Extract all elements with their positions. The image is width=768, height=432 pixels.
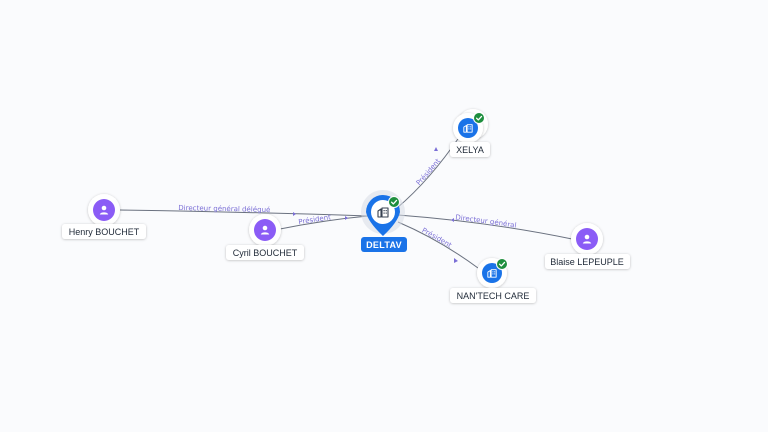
edge-arrow — [451, 218, 454, 222]
node-blaise-lepeuple[interactable]: Blaise LEPEUPLE — [545, 223, 630, 269]
edge-label: Président — [298, 213, 332, 226]
verified-badge — [473, 112, 485, 124]
node-circle — [482, 263, 502, 283]
node-label-box — [545, 254, 630, 269]
node-label: Blaise LEPEUPLE — [550, 257, 624, 267]
edge-arrow — [454, 258, 458, 263]
node-nantech-care[interactable]: NAN'TECH CARE — [450, 258, 536, 303]
edge-henry-deltav[interactable]: Directeur général délégué — [119, 204, 369, 217]
edge-line — [397, 221, 479, 269]
main-node-label-box — [361, 237, 407, 252]
node-label: Cyril BOUCHET — [233, 248, 298, 258]
edge-line — [397, 214, 573, 240]
edge-line — [119, 209, 369, 217]
node-circle — [458, 118, 478, 138]
edge-arrow — [345, 216, 348, 220]
verified-badge — [496, 258, 508, 270]
edge-line — [279, 215, 369, 230]
node-label-box — [226, 245, 304, 260]
edge-arrow — [293, 212, 296, 216]
node-label: XELYA — [456, 145, 484, 155]
edge-label: Directeur général délégué — [178, 204, 270, 214]
main-node-label: DELTAV — [366, 240, 402, 250]
edge-label: Directeur général — [455, 213, 517, 229]
edge-label: Président — [420, 226, 453, 249]
node-label-box — [62, 224, 146, 239]
node-label: NAN'TECH CARE — [457, 291, 530, 301]
node-label-box — [450, 288, 536, 303]
edge-arrow — [434, 147, 438, 151]
node-deltav[interactable]: DELTAV — [361, 190, 407, 252]
main-node-inner — [371, 200, 395, 224]
node-label-box — [450, 142, 490, 157]
node-label: Henry BOUCHET — [69, 227, 140, 237]
node-xelya[interactable]: XELYA — [450, 109, 490, 157]
edge-deltav-nantech[interactable]: Président — [397, 221, 479, 269]
node-henry-bouchet[interactable]: Henry BOUCHET — [62, 194, 146, 239]
edge-label: Président — [415, 157, 442, 187]
verified-badge — [388, 196, 400, 208]
node-cyril-bouchet[interactable]: Cyril BOUCHET — [226, 214, 304, 260]
